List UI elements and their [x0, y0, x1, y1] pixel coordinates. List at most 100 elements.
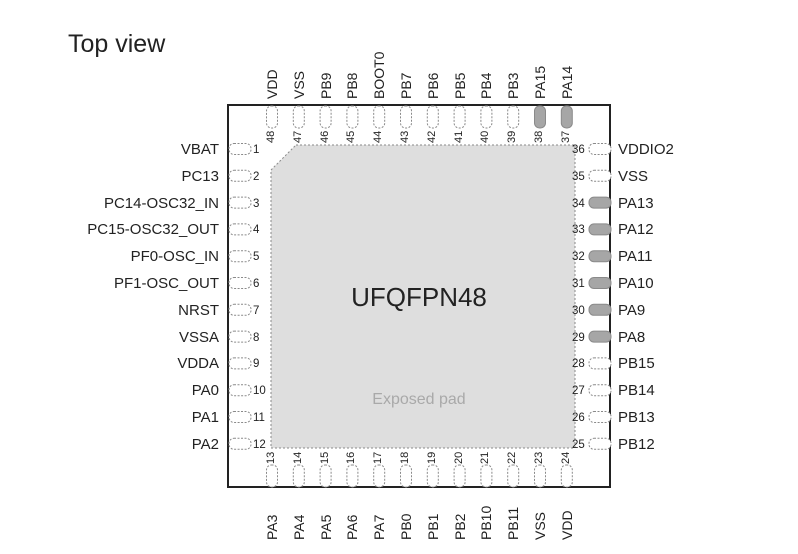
pin-27-name: PB14: [618, 382, 655, 400]
pin-25-name: PB12: [618, 435, 655, 453]
pin-42-number: 42: [425, 130, 438, 143]
pin-19-pad: [426, 464, 439, 488]
pin-12-number: 12: [253, 438, 266, 451]
pin-25-pad: [588, 437, 612, 450]
pin-31-name: PA10: [618, 275, 654, 292]
pin-24-pad: [560, 464, 573, 488]
pin-43-pad: [400, 105, 412, 129]
package-name: UFQFPN48: [351, 282, 487, 312]
pin-40-pad: [480, 105, 493, 129]
pin-28-number: 28: [572, 358, 585, 371]
pin-36-name: VDDIO2: [618, 141, 674, 158]
pin-29-number: 29: [572, 331, 585, 344]
pin-41-number: 41: [452, 130, 465, 143]
pin-20-name: PB2: [451, 513, 468, 540]
pin-36-number: 36: [572, 144, 585, 156]
pin-14-pad: [292, 464, 305, 488]
pin-34-number: 34: [572, 197, 585, 210]
pin-1-number: 1: [253, 144, 260, 156]
pin-4-number: 4: [253, 224, 260, 237]
pin-18-number: 18: [399, 451, 411, 464]
pin-8-name: VSSA: [178, 328, 219, 346]
pin-34-pad: [588, 196, 612, 209]
pin-8-pad: [228, 330, 252, 343]
pin-32-name: PA11: [618, 248, 653, 266]
pin-10-name: PA0: [191, 382, 219, 400]
pin-18-name: PB0: [398, 513, 414, 540]
pin-24-name: VDD: [558, 510, 575, 540]
pin-1-name: VBAT: [180, 141, 219, 158]
pin-7-name: NRST: [178, 301, 219, 319]
pin-5-name: PF0-OSC_IN: [130, 248, 219, 266]
pin-21-name: PB10: [478, 505, 495, 540]
pin-8-number: 8: [253, 331, 260, 344]
pin-37-pad: [560, 105, 573, 129]
pin-18-pad: [400, 464, 412, 488]
pin-46-name: PB9: [317, 72, 334, 99]
pin-1-pad: [228, 143, 252, 155]
pin-19-name: PB1: [424, 513, 441, 540]
pin-2-name: PC13: [181, 167, 219, 185]
pin-37-number: 37: [559, 130, 572, 143]
pin-21-number: 21: [479, 451, 492, 464]
pin-15-number: 15: [318, 451, 331, 464]
pin-3-name: PC14-OSC32_IN: [103, 194, 219, 212]
pin-6-number: 6: [253, 278, 260, 290]
pin-7-pad: [228, 303, 252, 316]
pin-9-pad: [228, 357, 252, 370]
pin-25-number: 25: [572, 438, 585, 451]
pin-12-name: PA2: [191, 435, 219, 453]
pin-5-number: 5: [253, 251, 260, 264]
pin-44-pad: [373, 105, 386, 129]
pin-43-number: 43: [399, 130, 411, 143]
pin-47-name: VSS: [290, 70, 307, 99]
pin-14-number: 14: [291, 451, 304, 464]
pin-26-number: 26: [572, 412, 585, 424]
pin-17-pad: [373, 464, 386, 488]
pin-26-name: PB13: [618, 409, 655, 426]
pin-41-name: PB5: [451, 72, 468, 99]
pin-7-number: 7: [253, 304, 260, 317]
pin-48-number: 48: [265, 130, 277, 143]
pin-6-pad: [228, 277, 252, 289]
pin-31-pad: [588, 277, 612, 289]
pin-9-number: 9: [253, 358, 260, 371]
pin-38-name: PA15: [532, 65, 548, 99]
pin-10-pad: [228, 384, 252, 397]
pin-22-pad: [507, 464, 520, 488]
pin-16-pad: [346, 464, 359, 488]
pin-10-number: 10: [253, 385, 266, 398]
pin-20-pad: [453, 464, 466, 488]
pin-3-pad: [228, 196, 252, 209]
pin-41-pad: [453, 105, 466, 129]
pin-30-number: 30: [572, 304, 585, 317]
pin-35-name: VSS: [618, 167, 649, 185]
pin-32-number: 32: [572, 251, 585, 264]
pin-38-number: 38: [533, 130, 545, 143]
pin-12-pad: [228, 437, 252, 450]
pin-24-number: 24: [559, 451, 572, 464]
pin-11-number: 11: [253, 412, 265, 424]
pin-15-name: PA5: [317, 514, 334, 540]
pin-45-name: PB8: [344, 72, 361, 99]
pin-11-name: PA1: [191, 409, 219, 426]
pin-35-pad: [588, 169, 612, 182]
pin-28-pad: [588, 357, 612, 370]
pin-44-number: 44: [372, 130, 385, 143]
pin-22-number: 22: [506, 451, 519, 464]
pin-13-pad: [266, 464, 278, 488]
exposed-pad: [270, 144, 576, 449]
pin-11-pad: [228, 411, 252, 423]
pin-39-name: PB3: [505, 72, 522, 99]
pin-37-name: PA14: [558, 65, 575, 99]
pin-4-pad: [228, 223, 252, 236]
pin-2-number: 2: [253, 170, 260, 183]
pin-13-number: 13: [265, 451, 277, 464]
pin-47-pad: [292, 105, 305, 129]
pin-36-pad: [588, 143, 612, 155]
pin-20-number: 20: [452, 451, 465, 464]
pin-17-name: PA7: [371, 514, 388, 540]
pin-47-number: 47: [291, 130, 304, 143]
pin-21-pad: [480, 464, 493, 488]
